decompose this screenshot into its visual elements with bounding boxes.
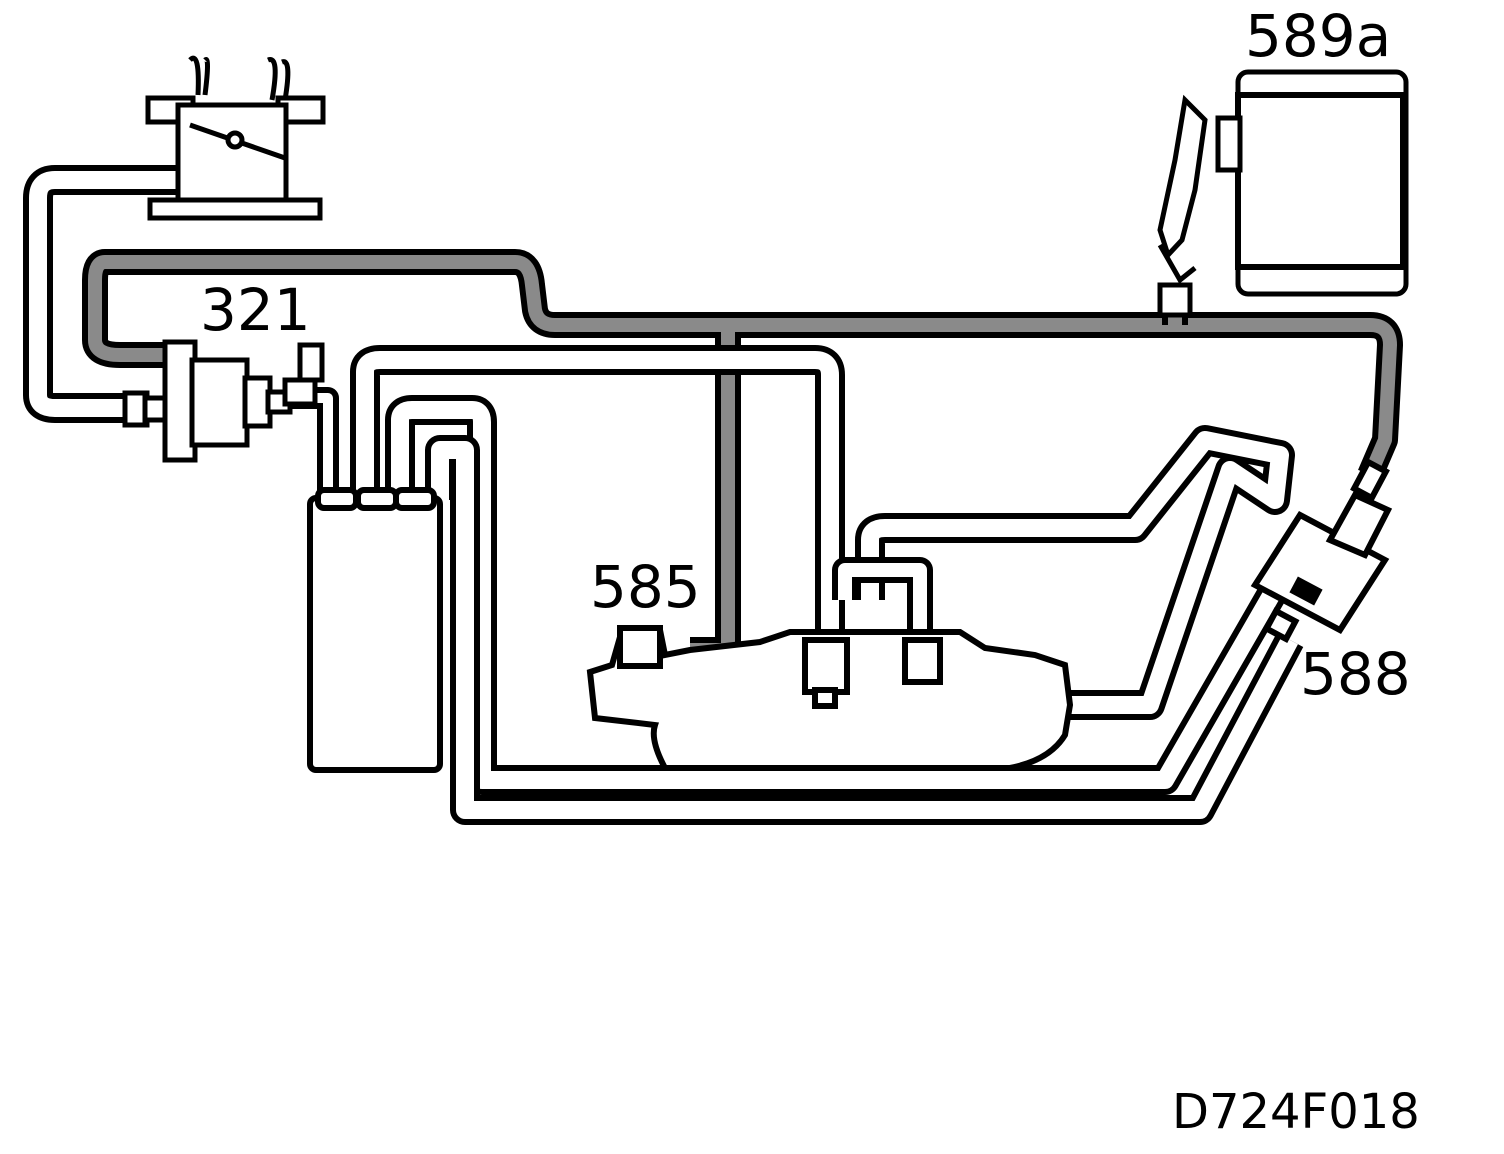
- component-321-valve: [122, 339, 325, 463]
- label-588: 588: [1300, 640, 1411, 708]
- component-589a-module: [1157, 69, 1409, 318]
- component-588-valve: [1250, 458, 1393, 644]
- label-589a: 589a: [1245, 2, 1391, 70]
- figure-code: D724F018: [1172, 1084, 1420, 1140]
- throttle-body: [145, 55, 326, 221]
- engine-block-585: [586, 625, 1074, 771]
- charcoal-canister: [307, 487, 443, 773]
- label-585: 585: [590, 553, 701, 621]
- label-321: 321: [200, 276, 311, 344]
